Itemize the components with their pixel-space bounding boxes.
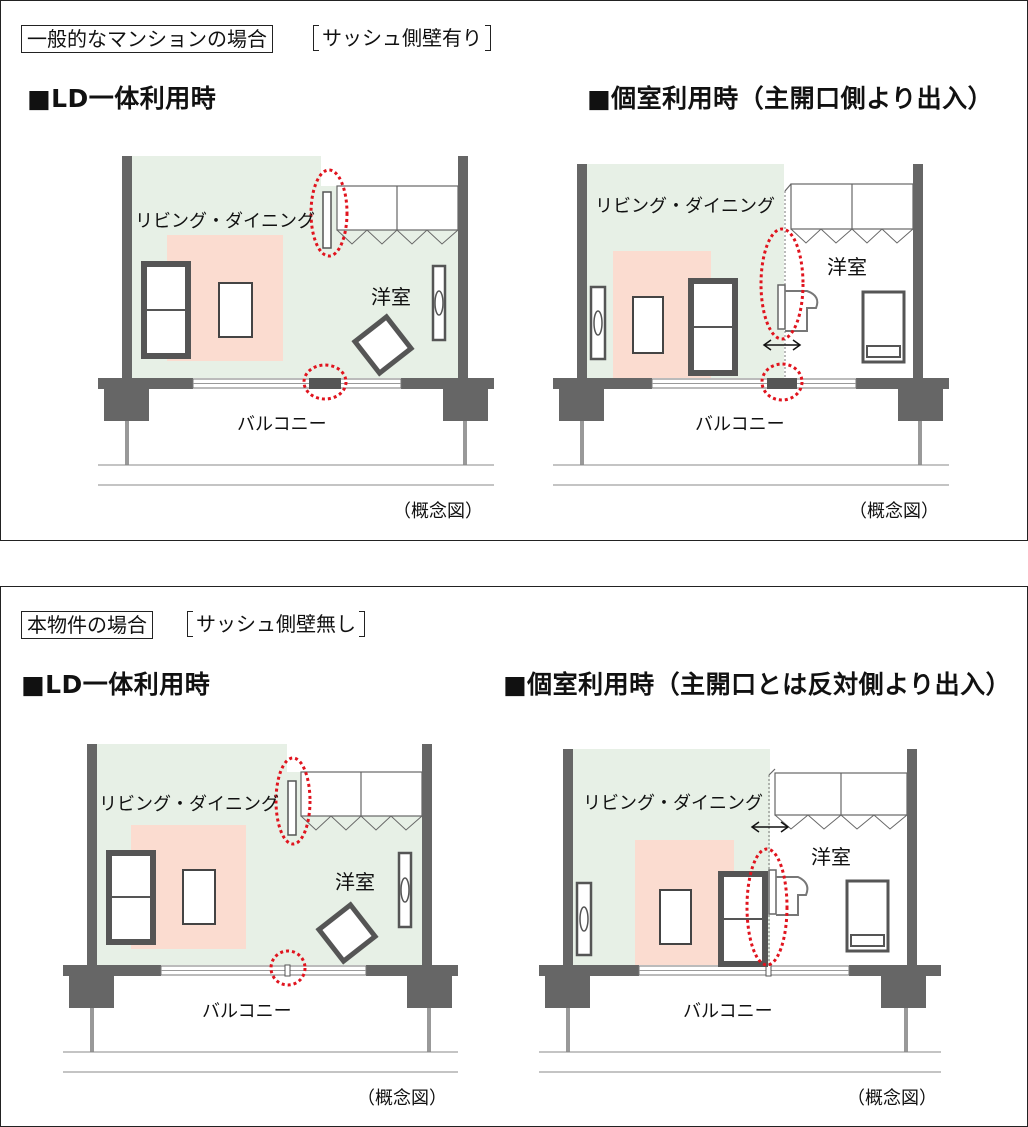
slab-left: [98, 378, 193, 389]
door-swing: [785, 290, 819, 332]
plan-ld-combined: リビング・ダイニング 洋室 バルコニー （概念図）: [63, 744, 458, 1109]
label-balcony: バルコニー: [237, 414, 327, 435]
wall-left: [122, 156, 132, 378]
wall-right: [458, 156, 468, 378]
panel-this-property: 本物件の場合 サッシュ側壁無し ■LD一体利用時 ■個室利用時（主開口とは反対側…: [0, 586, 1028, 1127]
floor-plans-general: リビング・ダイニング 洋室 バルコニー （概念図）: [98, 156, 949, 522]
highlight-sash-wall: [302, 363, 348, 401]
wall-left: [577, 164, 587, 378]
column-left: [559, 389, 604, 421]
label-living-dining: リビング・ダイニング: [99, 794, 279, 815]
case-bracket-with-sash-wall: サッシュ側壁有り: [313, 25, 491, 51]
label-western-room: 洋室: [827, 255, 867, 279]
closet-doors: [790, 228, 914, 244]
wall-right: [422, 744, 432, 965]
label-concept-note: （概念図）: [357, 1087, 447, 1109]
slab-left: [553, 378, 652, 389]
rail-post-left: [90, 1008, 94, 1052]
highlight-no-sash-wall: [269, 949, 307, 987]
label-concept-note: （概念図）: [849, 500, 939, 522]
case-tag-general: 一般的なマンションの場合: [21, 25, 273, 53]
label-concept-note: （概念図）: [393, 500, 483, 522]
dining-table: [632, 296, 664, 354]
wall-right: [907, 749, 917, 965]
column-right: [443, 389, 488, 421]
plan-private-room: リビング・ダイニング 洋室 バルコニー （概念図）: [553, 164, 949, 522]
label-balcony: バルコニー: [202, 1001, 292, 1022]
label-living-dining: リビング・ダイニング: [583, 793, 763, 814]
rail-post-left: [580, 421, 584, 465]
rail-post-right: [463, 421, 467, 465]
column-right: [407, 976, 452, 1008]
rail-post-right: [427, 1008, 431, 1052]
rail-post-right: [918, 421, 922, 465]
label-western-room: 洋室: [811, 845, 851, 869]
closet-doors: [336, 229, 459, 245]
column-left: [545, 976, 590, 1008]
rail-post-left: [566, 1008, 570, 1052]
closet-notch: [287, 744, 422, 772]
highlight-partition: [274, 756, 312, 846]
slab-left: [539, 965, 639, 976]
armchair: [351, 313, 415, 377]
label-living-dining: リビング・ダイニング: [595, 196, 775, 217]
slab-left: [63, 965, 161, 976]
dining-table: [218, 282, 253, 338]
label-concept-note: （概念図）: [847, 1087, 937, 1109]
wall-left: [563, 749, 573, 965]
highlight-door: [745, 847, 789, 967]
slab-right: [856, 378, 949, 389]
label-western-room: 洋室: [371, 285, 411, 309]
heading-ld-combined: ■LD一体利用時: [21, 670, 211, 699]
rail-post-left: [125, 421, 129, 465]
heading-ld-combined: ■LD一体利用時: [27, 84, 217, 113]
case-tag-this-property: 本物件の場合: [21, 611, 153, 639]
case-bracket-without-sash-wall: サッシュ側壁無し: [187, 611, 365, 637]
label-western-room: 洋室: [335, 870, 375, 894]
highlight-sash-wall: [760, 362, 804, 402]
room-door: [768, 869, 777, 915]
door-swing: [776, 876, 809, 916]
slab-right: [849, 965, 941, 976]
rail-post-right: [904, 1008, 908, 1052]
heading-private-room: ■個室利用時（主開口とは反対側より出入）: [503, 670, 1012, 699]
column-left: [69, 976, 114, 1008]
dining-table: [659, 889, 692, 945]
floor-plans-this-property: リビング・ダイニング 洋室 バルコニー （概念図）: [63, 744, 941, 1109]
panel-general-condo: 一般的なマンションの場合 サッシュ側壁有り ■LD一体利用時 ■個室利用時（主開…: [0, 0, 1028, 541]
closet-notch: [321, 156, 458, 186]
plan-ld-combined: リビング・ダイニング 洋室 バルコニー （概念図）: [98, 156, 494, 522]
column-right: [898, 389, 943, 421]
wall-left: [87, 744, 97, 965]
plan-private-room: リビング・ダイニング 洋室 バルコニー （概念図）: [539, 749, 941, 1109]
slab-right: [401, 378, 494, 389]
label-balcony: バルコニー: [695, 414, 785, 435]
dining-table: [182, 869, 216, 925]
heading-private-room: ■個室利用時（主開口側より出入）: [587, 84, 994, 113]
column-right: [881, 976, 926, 1008]
closet-doors: [300, 815, 423, 831]
closet-doors: [774, 814, 908, 830]
wall-right: [913, 164, 923, 378]
sash-side-wall: [309, 378, 341, 389]
slab-right: [366, 965, 458, 976]
partition-panel: [287, 780, 297, 836]
column-left: [104, 389, 149, 421]
partition-panel: [322, 191, 332, 249]
highlight-door: [759, 227, 805, 341]
sash-mullion: [284, 964, 291, 977]
label-balcony: バルコニー: [683, 1001, 773, 1022]
sash-side-wall: [767, 378, 797, 389]
label-living-dining: リビング・ダイニング: [135, 211, 315, 232]
room-door: [777, 284, 786, 330]
armchair: [315, 901, 379, 965]
highlight-partition: [309, 168, 349, 258]
